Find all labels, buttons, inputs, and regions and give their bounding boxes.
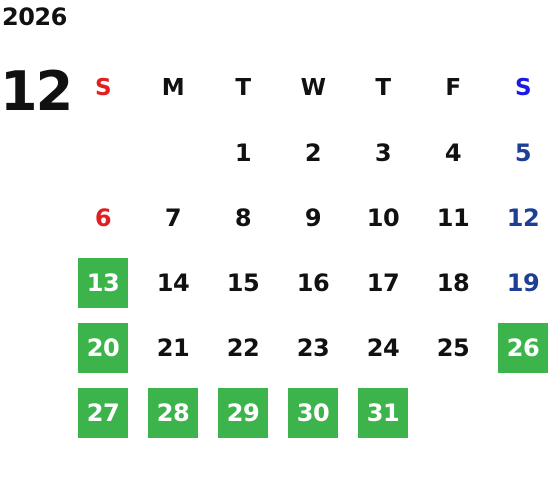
weekday-header: T — [235, 74, 251, 101]
day-number: 1 — [234, 138, 252, 167]
day-number: 9 — [304, 203, 322, 232]
calendar-day[interactable]: 5 — [488, 120, 548, 185]
calendar-day[interactable]: 17 — [348, 250, 418, 315]
weekday-header: M — [161, 74, 185, 101]
day-number: 18 — [436, 268, 470, 297]
day-number: 28 — [148, 387, 198, 438]
day-number: 3 — [374, 138, 392, 167]
day-number: 14 — [156, 268, 190, 297]
calendar-day[interactable]: 11 — [418, 185, 488, 250]
day-number: 10 — [366, 203, 400, 232]
calendar-day[interactable]: 14 — [138, 250, 208, 315]
day-number: 16 — [296, 268, 330, 297]
day-number: 7 — [164, 203, 182, 232]
calendar-day[interactable]: 15 — [208, 250, 278, 315]
day-number: 4 — [444, 138, 462, 167]
weekday-header: F — [445, 74, 461, 101]
weekday-header: S — [94, 74, 112, 101]
calendar-day[interactable]: 6 — [68, 185, 138, 250]
day-number: 15 — [226, 268, 260, 297]
weekday-header: T — [375, 74, 391, 101]
calendar-day[interactable]: 21 — [138, 315, 208, 380]
calendar-day[interactable]: 4 — [418, 120, 488, 185]
calendar-day-highlighted[interactable]: 13 — [68, 250, 138, 315]
day-number: 24 — [366, 333, 400, 362]
calendar-day-highlighted[interactable]: 29 — [208, 380, 278, 445]
day-number: 2 — [304, 138, 322, 167]
calendar-day[interactable]: 2 — [278, 120, 348, 185]
weekday-header: S — [514, 74, 532, 101]
calendar-day[interactable]: 22 — [208, 315, 278, 380]
day-number: 26 — [498, 322, 548, 373]
calendar-day-highlighted[interactable]: 27 — [68, 380, 138, 445]
day-number: 11 — [436, 203, 470, 232]
day-number: 27 — [78, 387, 128, 438]
empty-cell — [138, 120, 208, 185]
calendar-day-highlighted[interactable]: 28 — [138, 380, 208, 445]
day-number: 20 — [78, 322, 128, 373]
calendar-day[interactable]: 10 — [348, 185, 418, 250]
month-number: 12 — [0, 60, 73, 123]
calendar-day[interactable]: 12 — [488, 185, 548, 250]
day-number: 31 — [358, 387, 408, 438]
day-number: 30 — [288, 387, 338, 438]
calendar-day[interactable]: 7 — [138, 185, 208, 250]
day-number: 5 — [514, 138, 532, 167]
calendar-day[interactable]: 25 — [418, 315, 488, 380]
calendar-day-highlighted[interactable]: 31 — [348, 380, 418, 445]
calendar-day[interactable]: 1 — [208, 120, 278, 185]
year-label: 2026 — [2, 3, 67, 31]
day-number: 23 — [296, 333, 330, 362]
empty-cell — [68, 120, 138, 185]
calendar-day[interactable]: 8 — [208, 185, 278, 250]
day-number: 12 — [506, 203, 540, 232]
day-number: 17 — [366, 268, 400, 297]
calendar-day-highlighted[interactable]: 20 — [68, 315, 138, 380]
calendar-day[interactable]: 9 — [278, 185, 348, 250]
day-number: 22 — [226, 333, 260, 362]
calendar-day[interactable]: 23 — [278, 315, 348, 380]
day-number: 21 — [156, 333, 190, 362]
calendar-day-highlighted[interactable]: 26 — [488, 315, 548, 380]
calendar-day[interactable]: 16 — [278, 250, 348, 315]
day-number: 8 — [234, 203, 252, 232]
calendar-day[interactable]: 18 — [418, 250, 488, 315]
day-number: 19 — [506, 268, 540, 297]
day-number: 29 — [218, 387, 268, 438]
calendar-day[interactable]: 3 — [348, 120, 418, 185]
day-number: 13 — [78, 257, 128, 308]
weekday-header: W — [300, 74, 326, 101]
day-number: 6 — [94, 203, 112, 232]
day-number: 25 — [436, 333, 470, 362]
calendar-day[interactable]: 24 — [348, 315, 418, 380]
calendar-day[interactable]: 19 — [488, 250, 548, 315]
calendar-day-highlighted[interactable]: 30 — [278, 380, 348, 445]
